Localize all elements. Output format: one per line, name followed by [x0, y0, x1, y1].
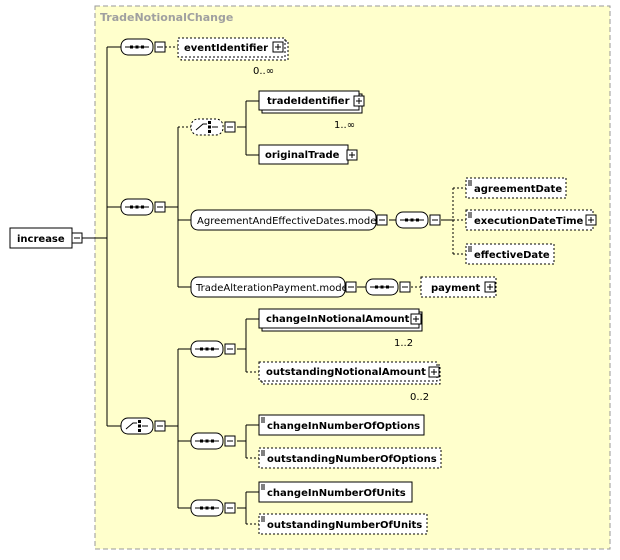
- simple-type-icon: [468, 180, 472, 186]
- collapse-sequence-1-button[interactable]: [154, 41, 166, 53]
- element-agreementDate[interactable]: agreementDate: [465, 177, 567, 199]
- element-outstandingNotionalAmount[interactable]: outstandingNotionalAmount: [258, 361, 441, 385]
- expand-executionDateTime-button[interactable]: [585, 214, 597, 226]
- sequence-compositor-options[interactable]: [190, 432, 224, 450]
- connectors: [82, 46, 466, 525]
- collapse-increase-button[interactable]: [71, 232, 83, 244]
- element-effectiveDate[interactable]: effectiveDate: [465, 243, 555, 265]
- eventIdentifier-label: eventIdentifier: [184, 43, 268, 54]
- collapse-sequence-payment-button[interactable]: [399, 281, 411, 293]
- simple-type-icon: [261, 484, 265, 490]
- root-element-label: increase: [17, 234, 65, 245]
- simple-type-icon: [468, 212, 472, 218]
- collapse-sequence-2-button[interactable]: [154, 201, 166, 213]
- agreementDate-label: agreementDate: [474, 184, 562, 195]
- choice-compositor-1[interactable]: [190, 118, 224, 136]
- element-tradeIdentifier[interactable]: tradeIdentifier: [258, 90, 363, 114]
- changeInNumberOfOptions-label: changeInNumberOfOptions: [267, 421, 420, 432]
- outstandingNumberOfUnits-label: outstandingNumberOfUnits: [267, 520, 422, 531]
- collapse-sequence-dates-button[interactable]: [429, 214, 441, 226]
- effectiveDate-label: effectiveDate: [474, 250, 550, 261]
- expand-eventIdentifier-button[interactable]: [272, 41, 284, 53]
- changeInNumberOfUnits-label: changeInNumberOfUnits: [267, 488, 406, 499]
- collapse-agreement-model-button[interactable]: [376, 214, 388, 226]
- outstandingNumberOfOptions-label: outstandingNumberOfOptions: [267, 454, 437, 465]
- outstandingNotionalAmount-label: outstandingNotionalAmount: [266, 367, 426, 378]
- payment-label: payment: [431, 283, 480, 294]
- complex-type-title: TradeNotionalChange: [100, 11, 233, 24]
- element-eventIdentifier[interactable]: eventIdentifier: [177, 37, 289, 61]
- choice-compositor-2[interactable]: [120, 417, 154, 435]
- group-agreement-and-effective-dates[interactable]: AgreementAndEffectiveDates.model: [190, 209, 379, 231]
- simple-type-icon: [261, 516, 265, 522]
- element-outstandingNumberOfOptions[interactable]: outstandingNumberOfOptions: [258, 447, 442, 469]
- collapse-choice-1-button[interactable]: [224, 121, 236, 133]
- element-executionDateTime[interactable]: executionDateTime: [465, 209, 594, 231]
- simple-type-icon: [261, 450, 265, 456]
- collapse-sequence-notional-button[interactable]: [224, 343, 236, 355]
- changeInNotionalAmount-label: changeInNotionalAmount: [266, 314, 410, 325]
- expand-originalTrade-button[interactable]: [346, 149, 358, 161]
- executionDateTime-label: executionDateTime: [474, 216, 584, 227]
- changeInNotionalAmount-cardinality: 1..2: [394, 338, 413, 349]
- eventIdentifier-cardinality: 0..∞: [253, 66, 274, 77]
- payment-model-label: TradeAlterationPayment.model: [195, 283, 351, 294]
- collapse-choice-2-button[interactable]: [154, 420, 166, 432]
- element-outstandingNumberOfUnits[interactable]: outstandingNumberOfUnits: [258, 513, 428, 535]
- tradeIdentifier-cardinality: 1..∞: [334, 120, 355, 131]
- expand-payment-button[interactable]: [484, 281, 496, 293]
- expand-changeInNotionalAmount-button[interactable]: [410, 313, 422, 325]
- tradeIdentifier-label: tradeIdentifier: [267, 96, 350, 107]
- collapse-payment-model-button[interactable]: [345, 281, 357, 293]
- sequence-compositor-dates[interactable]: [395, 211, 429, 229]
- group-trade-alteration-payment[interactable]: TradeAlterationPayment.model: [190, 276, 351, 298]
- element-changeInNumberOfUnits[interactable]: changeInNumberOfUnits: [258, 481, 413, 503]
- expand-tradeIdentifier-button[interactable]: [353, 95, 365, 107]
- root-element-increase[interactable]: increase: [9, 227, 73, 249]
- collapse-sequence-options-button[interactable]: [224, 435, 236, 447]
- element-originalTrade[interactable]: originalTrade: [258, 144, 349, 165]
- element-payment[interactable]: payment: [420, 276, 497, 298]
- originalTrade-label: originalTrade: [265, 150, 340, 161]
- sequence-compositor-2[interactable]: [120, 198, 154, 216]
- sequence-compositor-1[interactable]: [120, 38, 154, 56]
- sequence-compositor-notional[interactable]: [190, 340, 224, 358]
- element-changeInNotionalAmount[interactable]: changeInNotionalAmount: [258, 308, 423, 332]
- simple-type-icon: [468, 246, 472, 252]
- collapse-sequence-units-button[interactable]: [224, 502, 236, 514]
- sequence-compositor-payment[interactable]: [365, 278, 399, 296]
- simple-type-icon: [261, 417, 265, 423]
- element-changeInNumberOfOptions[interactable]: changeInNumberOfOptions: [258, 414, 425, 436]
- outstandingNotionalAmount-cardinality: 0..2: [410, 392, 429, 403]
- sequence-compositor-units[interactable]: [190, 499, 224, 517]
- expand-outstandingNotionalAmount-button[interactable]: [428, 366, 440, 378]
- agreement-model-label: AgreementAndEffectiveDates.model: [197, 216, 379, 227]
